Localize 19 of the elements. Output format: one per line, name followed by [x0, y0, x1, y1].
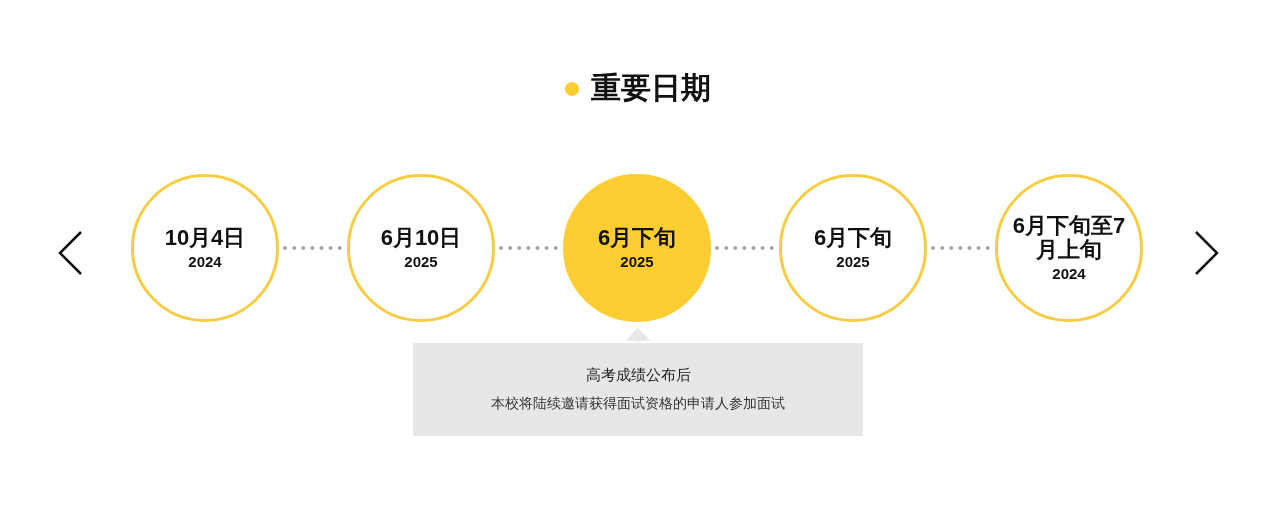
panel-text: 本校将陆续邀请获得面试资格的申请人参加面试	[491, 395, 785, 413]
dotted-connector	[283, 246, 343, 250]
year-text: 2024	[188, 253, 222, 271]
year-text: 2025	[836, 253, 870, 271]
dotted-connector	[931, 246, 991, 250]
date-text: 6月10日	[379, 225, 463, 251]
date-text: 10月4日	[163, 225, 247, 251]
dotted-connector	[499, 246, 559, 250]
year-text: 2025	[620, 253, 654, 271]
pointer-arrow	[624, 327, 651, 344]
date-text: 6月下旬	[596, 225, 678, 251]
date-text: 6月下旬	[812, 225, 894, 251]
dotted-connector	[715, 246, 775, 250]
date-text: 6月下旬至7月上旬	[1011, 213, 1127, 263]
year-text: 2024	[1052, 265, 1086, 283]
info-panel	[413, 343, 863, 436]
panel-heading: 高考成绩公布后	[585, 366, 691, 385]
year-text: 2025	[404, 253, 438, 271]
title: 重要日期	[591, 70, 711, 105]
